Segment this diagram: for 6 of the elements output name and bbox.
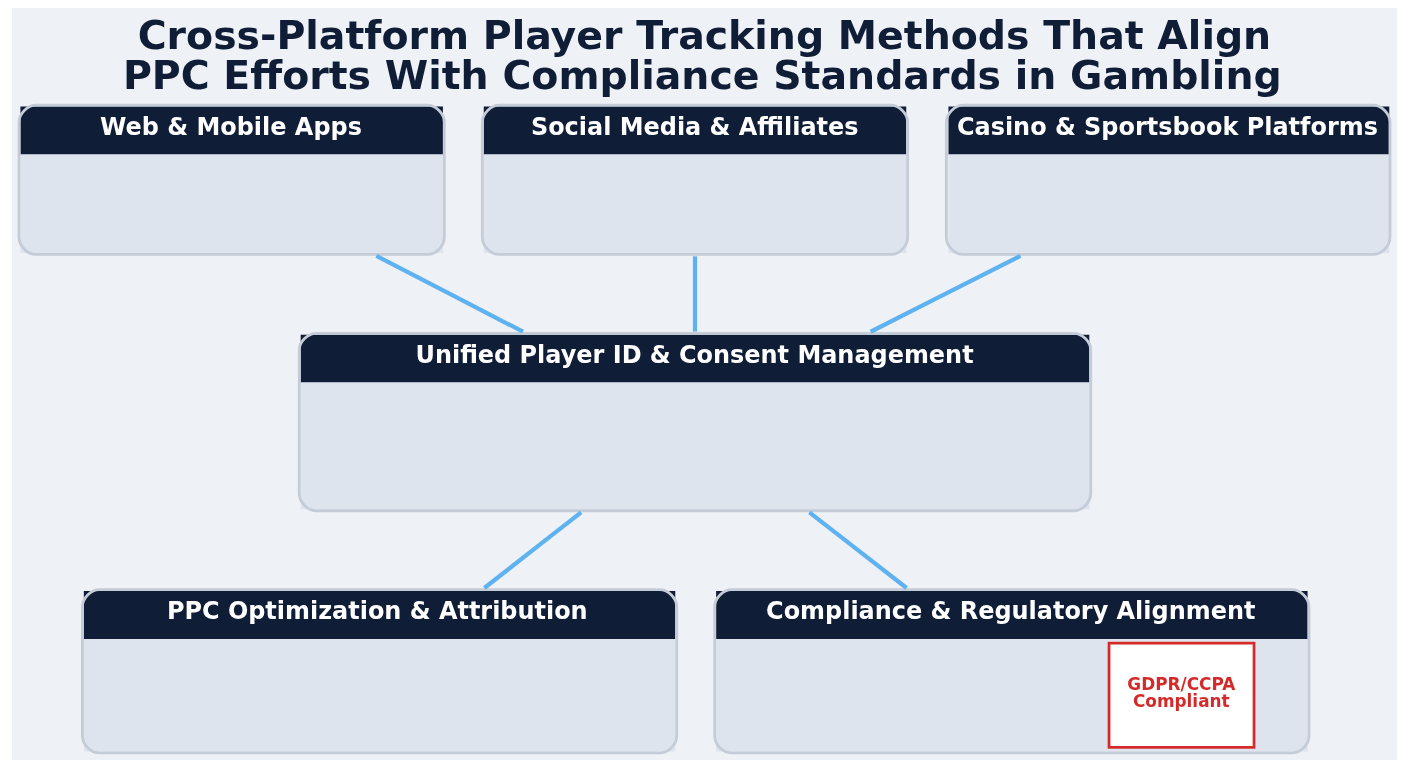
connector [869,254,1021,334]
diagram-title: Cross-Platform Player Tracking Methods That Align PPC Efforts With Compliance Standards in Gambling [122,12,1282,98]
connector [692,256,697,332]
connector [374,254,524,334]
connector [807,510,908,590]
connector [482,510,582,590]
